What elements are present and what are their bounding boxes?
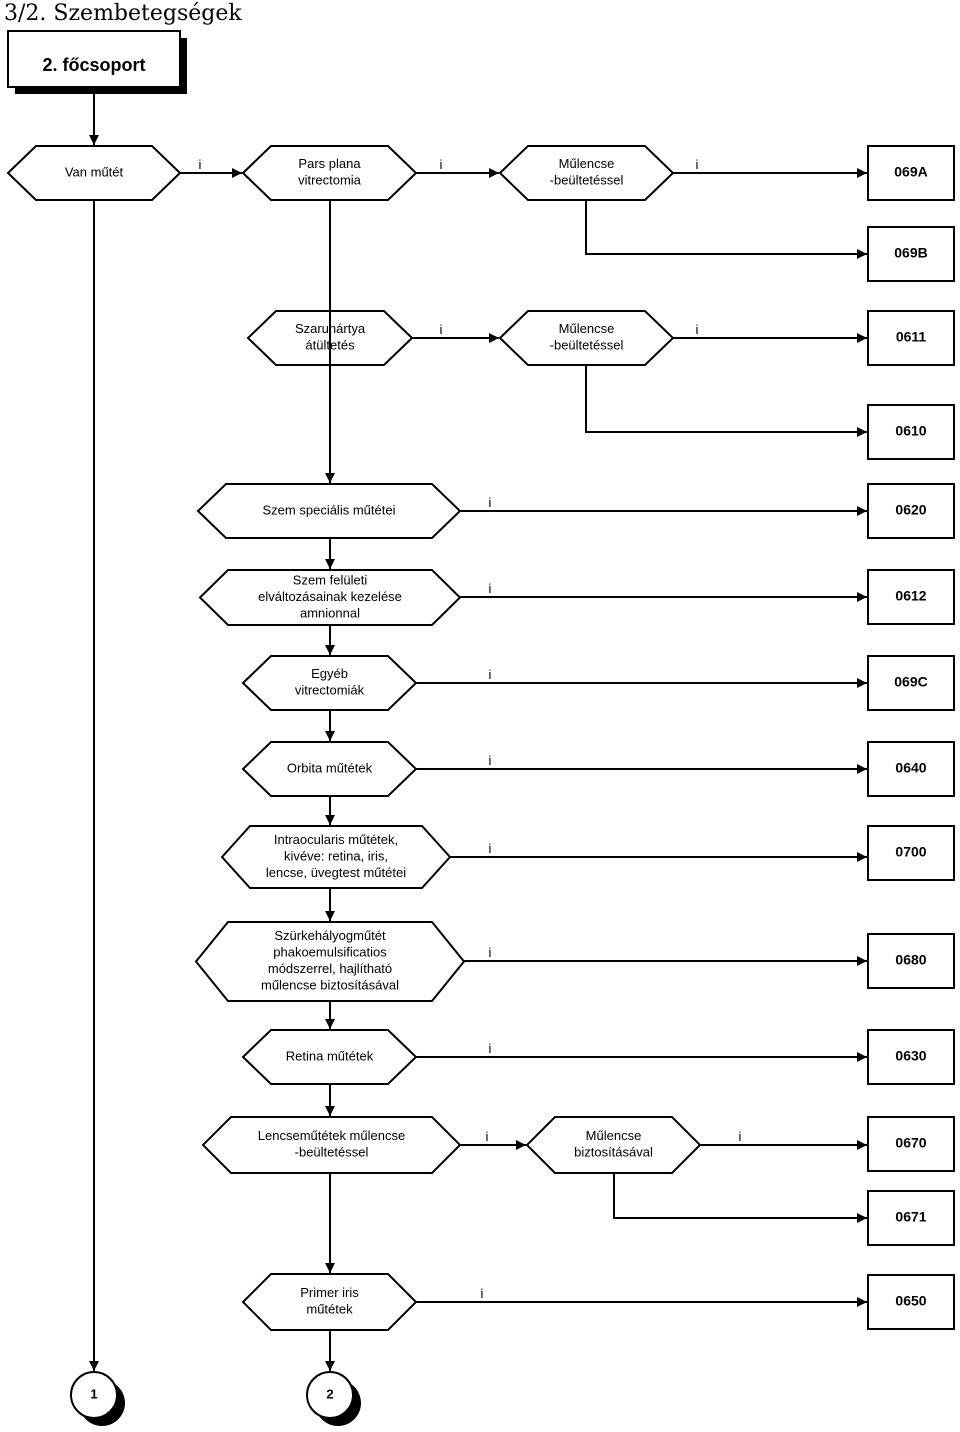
node-egyeb-vitrectomiak-line: vitrectomiák	[295, 683, 365, 698]
result-box	[867, 569, 955, 625]
main-group-label: 2. főcsoport	[42, 55, 145, 75]
result-box	[867, 933, 955, 989]
edge-label: i	[489, 581, 492, 596]
result-box	[867, 1190, 955, 1246]
page-connector	[70, 1371, 118, 1419]
node-szem-feluleti-line: elváltozásainak kezelése	[258, 589, 402, 604]
node-szem-specialis-line: Szem speciális műtétei	[263, 502, 396, 517]
result-box	[867, 483, 955, 539]
edge-label: i	[481, 1286, 484, 1301]
flow-arrow	[585, 200, 867, 259]
page-connector-label: 1	[90, 1386, 97, 1401]
node-intraocularis-line: lencse, üvegtest műtétei	[266, 865, 406, 880]
result-code: 0610	[895, 423, 926, 439]
edge-label: i	[489, 945, 492, 960]
result-code: 0620	[895, 502, 926, 518]
edge-label: i	[696, 157, 699, 172]
edge-label: i	[696, 322, 699, 337]
node-pars-plana-line: vitrectomia	[298, 173, 362, 188]
node-lencsemutetek-line: Lencseműtétek műlencse	[258, 1128, 405, 1143]
result-code: 069C	[894, 674, 927, 690]
node-szurkehalyog-line: műlencse biztosításával	[261, 978, 399, 993]
edge-label: i	[199, 157, 202, 172]
result-box	[867, 741, 955, 797]
node-szaruhartya-line: Szaruhártya	[295, 321, 366, 336]
node-szem-feluleti-line: amnionnal	[300, 605, 360, 620]
node-mulencse2-line: Műlencse	[559, 321, 615, 336]
result-code: 0650	[895, 1293, 926, 1309]
node-mulencse1-line: Műlencse	[559, 156, 615, 171]
node-egyeb-vitrectomiak-line: Egyéb	[311, 666, 348, 681]
result-box	[867, 404, 955, 460]
node-mulencse1-line: -beültetéssel	[550, 173, 624, 188]
edge-label: i	[486, 1129, 489, 1144]
node-pars-plana-line: Pars plana	[298, 156, 361, 171]
node-van-mutet-line: Van műtét	[65, 164, 124, 179]
edge-label: i	[739, 1129, 742, 1144]
edge-label: i	[440, 157, 443, 172]
node-lencsemutetek-line: -beültetéssel	[295, 1145, 369, 1160]
edge-label: i	[440, 322, 443, 337]
result-box	[867, 1274, 955, 1330]
result-code: 0670	[895, 1135, 926, 1151]
result-code: 0700	[895, 844, 926, 860]
node-szurkehalyog-line: Szürkehályogműtét	[274, 928, 386, 943]
edge-label: i	[489, 495, 492, 510]
node-intraocularis-line: Intraocularis műtétek,	[274, 832, 398, 847]
edge-label: i	[489, 753, 492, 768]
node-szurkehalyog-line: módszerrel, hajlítható	[268, 961, 392, 976]
edge-label: i	[489, 841, 492, 856]
result-box	[867, 825, 955, 881]
result-box	[867, 1116, 955, 1172]
flow-arrow	[613, 1173, 867, 1223]
result-code: 0680	[895, 952, 926, 968]
edge-label: i	[489, 1041, 492, 1056]
result-code: 069A	[894, 164, 927, 180]
node-orbita-line: Orbita műtétek	[287, 760, 373, 775]
node-szem-feluleti-line: Szem felületi	[293, 572, 368, 587]
flow-arrow	[585, 365, 867, 437]
node-mulencse-biztositas-line: biztosításával	[574, 1145, 653, 1160]
node-primer-iris-line: műtétek	[306, 1302, 353, 1317]
result-box	[867, 226, 955, 282]
result-code: 069B	[894, 245, 927, 261]
result-code: 0612	[895, 588, 926, 604]
result-box	[867, 655, 955, 711]
main-group-box: 2. főcsoport	[7, 30, 187, 94]
node-mulencse2-line: -beültetéssel	[550, 338, 624, 353]
edge-label: i	[489, 667, 492, 682]
node-szurkehalyog-line: phakoemulsificatios	[273, 945, 387, 960]
result-code: 0671	[895, 1209, 926, 1225]
page-connector-label: 2	[326, 1386, 333, 1401]
node-mulencse-biztositas-line: Műlencse	[586, 1128, 642, 1143]
result-box	[867, 1029, 955, 1085]
result-code: 0640	[895, 760, 926, 776]
node-retina-line: Retina műtétek	[286, 1048, 374, 1063]
node-szaruhartya-line: átültetés	[305, 338, 355, 353]
result-code: 0611	[896, 329, 927, 345]
result-code: 0630	[895, 1048, 926, 1064]
node-primer-iris-line: Primer iris	[300, 1285, 359, 1300]
result-box	[867, 145, 955, 201]
page-connector	[306, 1371, 354, 1419]
node-intraocularis-line: kivéve: retina, iris,	[284, 848, 388, 863]
result-box	[867, 310, 955, 366]
page-title: 3/2. Szembetegségek	[4, 1, 242, 26]
